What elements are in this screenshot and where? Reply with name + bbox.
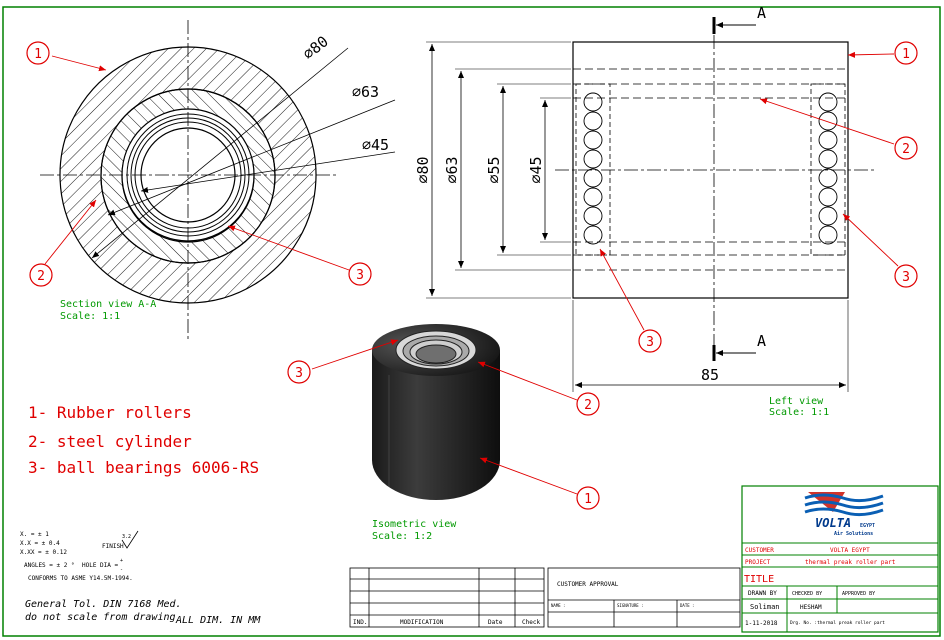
- logo-text: VOLTA: [815, 516, 851, 530]
- tol-hole-minus: -: [120, 567, 123, 573]
- cut-label-bottom: A: [757, 332, 766, 350]
- left-dim-55: ⌀55: [485, 156, 503, 183]
- volta-logo: VOLTA EGYPT Air Solutions: [804, 492, 884, 537]
- section-view-title: Section view A-A: [60, 299, 156, 310]
- section-callout-1: 1: [34, 47, 42, 62]
- general-note-2: do not scale from drawing: [25, 612, 176, 623]
- rev-header-check: Check: [522, 619, 540, 626]
- title-label: TITLE: [744, 574, 774, 585]
- iso-callout-2: 2: [584, 398, 592, 413]
- iso-callout-3: 3: [295, 366, 303, 381]
- approved-by-label: APPROVED BY: [842, 591, 875, 597]
- tol-xx: X.X = ± 0.4: [20, 540, 60, 547]
- revision-table: [349, 567, 545, 628]
- left-callout-3b: 3: [646, 335, 654, 350]
- legend-item-2: 2- steel cylinder: [28, 432, 192, 451]
- rev-header-modification: MODIFICATION: [400, 619, 444, 626]
- tol-hole: HOLE DIA =: [82, 562, 119, 569]
- general-note-1: General Tol. DIN 7168 Med.: [25, 599, 182, 610]
- tol-x: X. = ± 1: [20, 531, 49, 538]
- legend-item-3: 3- ball bearings 6006-RS: [28, 458, 259, 477]
- finish-label: FINISH: [102, 543, 124, 550]
- date-value: 1-11-2018: [745, 620, 778, 627]
- customer-value: VOLTA EGYPT: [830, 547, 870, 554]
- left-dim-45: ⌀45: [527, 156, 545, 183]
- left-dim-63: ⌀63: [443, 156, 461, 183]
- isometric-view: 3 2 1 Isometric view Scale: 1:2: [287, 324, 600, 542]
- iso-view-title: Isometric view: [372, 519, 457, 530]
- section-dim-63: ⌀63: [352, 83, 379, 101]
- rev-header-ind: IND.: [353, 619, 367, 626]
- left-dim-85: 85: [701, 366, 719, 384]
- left-view-title: Left view: [769, 396, 824, 407]
- parts-legend: 1- Rubber rollers 2- steel cylinder 3- b…: [28, 403, 259, 477]
- left-callout-2: 2: [902, 142, 910, 157]
- section-dim-80: ⌀80: [299, 32, 331, 63]
- iso-callout-1: 1: [584, 492, 592, 507]
- finish-check-icon: [121, 530, 139, 549]
- tol-angles: ANGLES = ± 2 °: [24, 562, 75, 569]
- logo-sub: Air Solutions: [834, 531, 873, 537]
- rev-header-date: Date: [488, 619, 503, 626]
- section-callout-3: 3: [356, 268, 364, 283]
- iso-view-scale: Scale: 1:2: [372, 531, 432, 542]
- project-value: thermal preak roller part: [805, 559, 896, 566]
- project-label: PROJECT: [745, 559, 771, 566]
- left-callout-3a: 3: [902, 270, 910, 285]
- section-view-scale: Scale: 1:1: [60, 311, 120, 322]
- logo-sup: EGYPT: [860, 523, 875, 529]
- finish-value: 3.2: [122, 534, 131, 540]
- tol-conforms: CONFORMS TO ASME Y14.5M-1994.: [28, 575, 133, 582]
- section-dim-45: ⌀45: [362, 136, 389, 154]
- drawn-by-label: DRAWN BY: [748, 590, 777, 597]
- checked-by-label: CHECKED BY: [792, 591, 822, 597]
- sheet-border: [2, 6, 941, 637]
- left-view-scale: Scale: 1:1: [769, 407, 829, 418]
- left-dim-80: ⌀80: [414, 156, 432, 183]
- approval-date: DATE :: [680, 603, 694, 608]
- customer-label: CUSTOMER: [745, 547, 774, 554]
- approval-title: CUSTOMER APPROVAL: [557, 581, 619, 588]
- title-block: VOLTA EGYPT Air Solutions CUSTOMER VOLTA…: [741, 485, 939, 633]
- drawn-by-value: Soliman: [750, 603, 780, 611]
- approval-signature: SIGNATURE :: [617, 603, 644, 608]
- tolerance-block: X. = ± 1 X.X = ± 0.4 X.XX = ± 0.12 FINIS…: [20, 530, 139, 582]
- cut-label-top: A: [757, 4, 766, 22]
- drg-no: Drg. No. :thermal preak roller part: [790, 620, 885, 626]
- units-note: ALL DIM. IN MM: [175, 615, 261, 626]
- section-callout-2: 2: [37, 269, 45, 284]
- left-callout-1: 1: [902, 47, 910, 62]
- tol-xxx: X.XX = ± 0.12: [20, 549, 67, 556]
- legend-item-1: 1- Rubber rollers: [28, 403, 192, 422]
- left-view: A A ⌀80 ⌀63 ⌀55 ⌀45 85 1 2 3: [414, 4, 918, 418]
- tol-hole-plus: +: [120, 558, 123, 564]
- section-view: ⌀80 ⌀63 ⌀45 1 2 3 Section view A-A Scale…: [26, 20, 396, 340]
- checked-by-value: HESHAM: [800, 604, 822, 611]
- approval-name: NAME :: [551, 603, 565, 608]
- customer-approval: [547, 567, 741, 628]
